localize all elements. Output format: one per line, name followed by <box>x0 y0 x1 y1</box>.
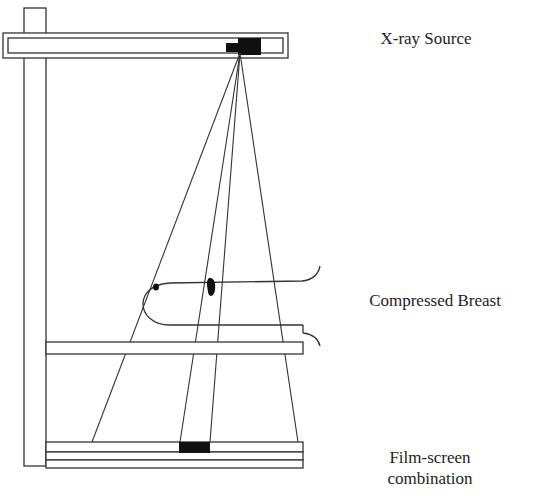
lesion <box>207 278 215 296</box>
part-label: Compressed Breast <box>369 290 501 311</box>
screen-layer <box>46 442 303 452</box>
screen-layer <box>46 460 303 468</box>
breast-edge <box>303 325 320 346</box>
source-focus <box>226 43 240 52</box>
source-housing <box>238 38 261 55</box>
part-label: Film-screen combination <box>370 447 490 490</box>
film-layer <box>46 452 303 460</box>
lesion <box>153 284 159 291</box>
support-column <box>24 8 46 466</box>
lesion-shadow <box>179 442 210 453</box>
tube-arm <box>3 33 288 58</box>
breast-outline <box>143 266 320 325</box>
support-plate <box>46 342 303 354</box>
part-label: X-ray Source <box>380 28 471 49</box>
x-ray-beams <box>92 53 298 442</box>
